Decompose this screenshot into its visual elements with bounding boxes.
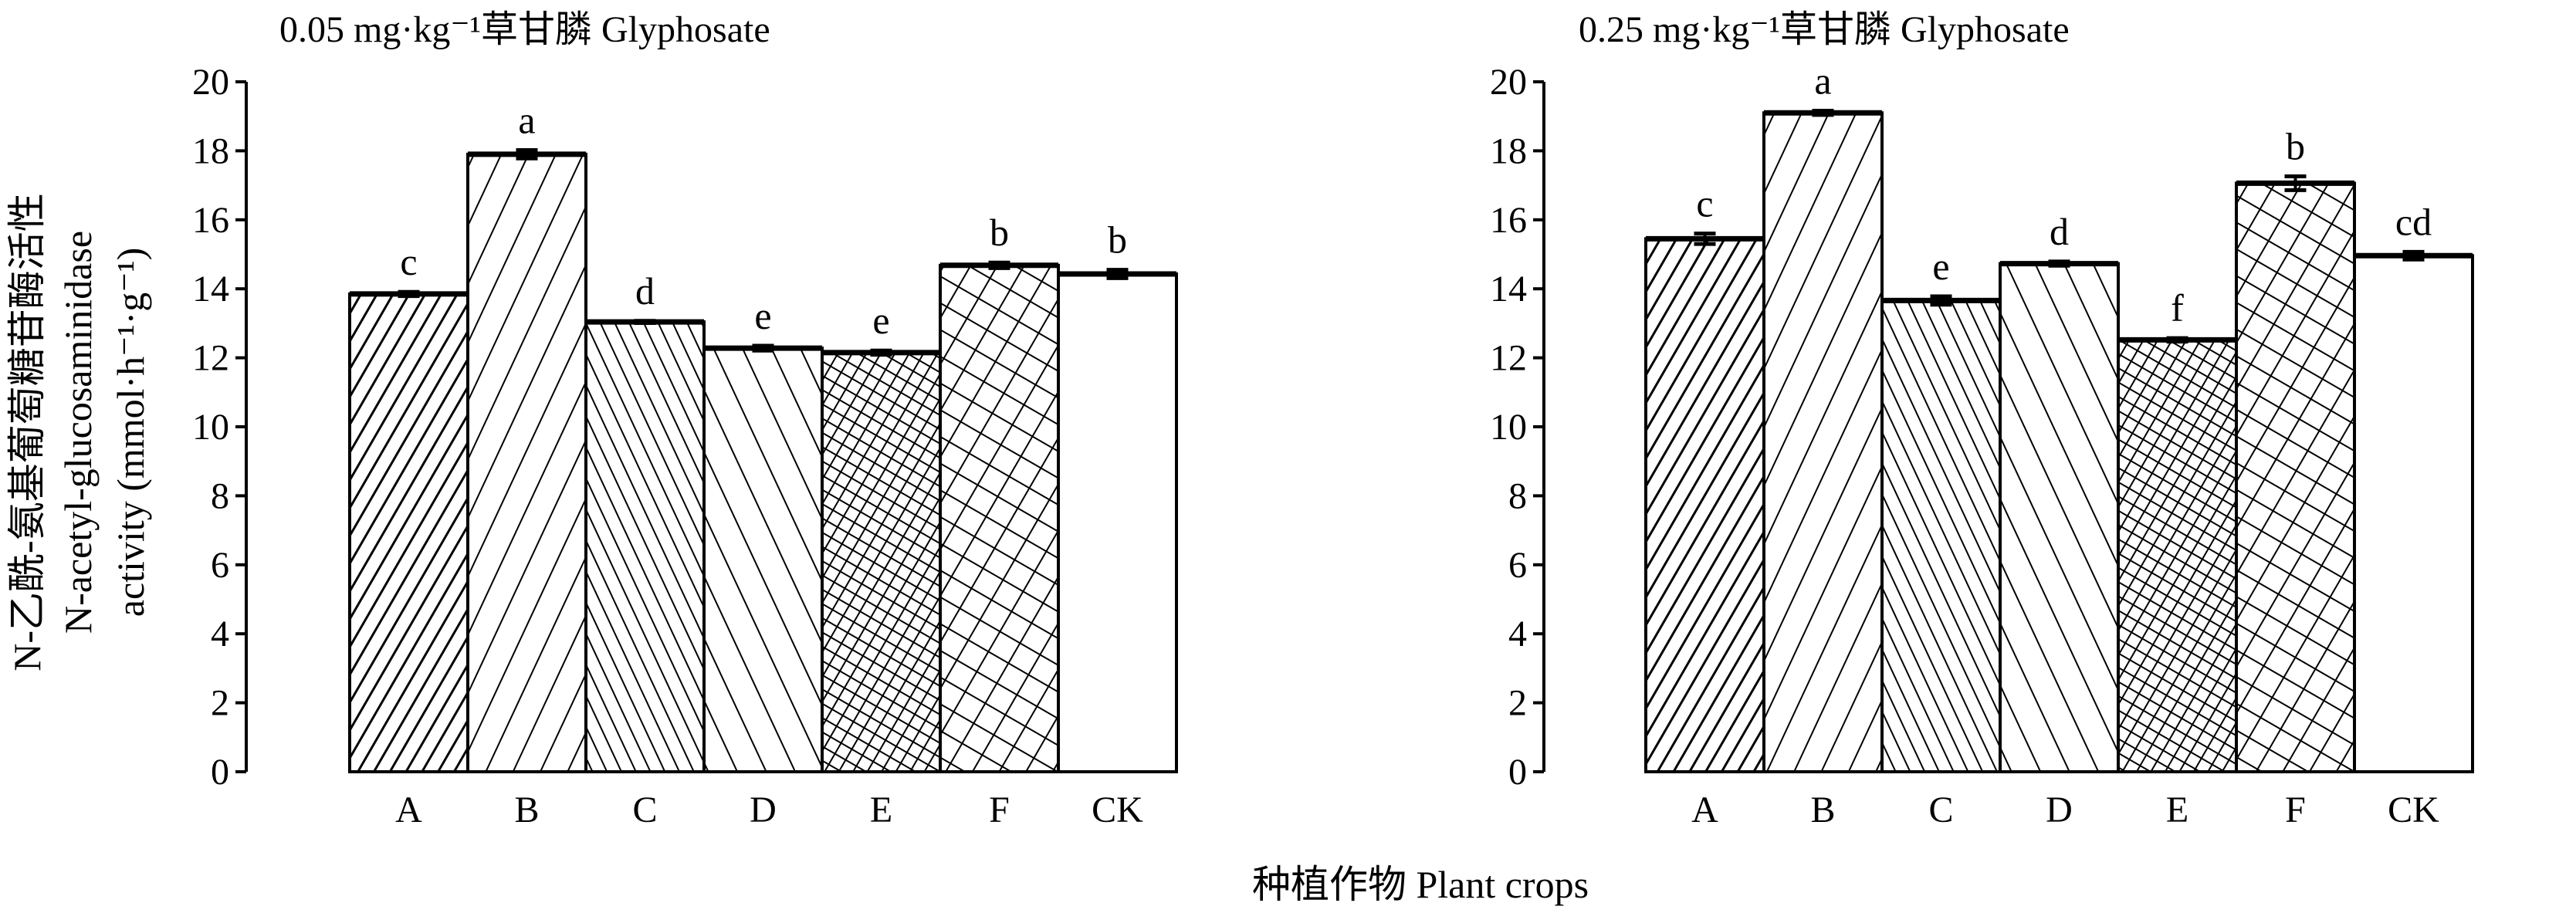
significance-label: b — [2286, 124, 2305, 167]
significance-label: b — [990, 211, 1009, 254]
x-tick-label: B — [1810, 790, 1835, 830]
significance-label: a — [1814, 59, 1831, 103]
y-tick-label: 16 — [1490, 200, 1527, 241]
bar-F — [2235, 181, 2356, 773]
significance-label: e — [754, 294, 771, 337]
y-tick-label: 18 — [1490, 130, 1527, 171]
bar-B — [1762, 111, 1884, 774]
y-tick-label: 10 — [192, 407, 229, 448]
significance-label: a — [518, 99, 535, 142]
y-tick-label: 14 — [1490, 269, 1527, 309]
x-tick-label: C — [1928, 790, 1953, 830]
significance-label: d — [635, 269, 655, 313]
x-tick-label: C — [632, 790, 657, 830]
y-tick-label: 8 — [1508, 475, 1527, 516]
bar-CK — [2353, 254, 2474, 773]
significance-label: cd — [2395, 200, 2432, 243]
x-tick-label: D — [2046, 790, 2073, 830]
significance-label: f — [2171, 286, 2184, 330]
y-tick-label: 2 — [1508, 683, 1527, 724]
bar-C — [1880, 299, 2002, 773]
significance-label: b — [1108, 218, 1127, 262]
y-tick-label: 0 — [1508, 752, 1527, 793]
y-axis-label-zh: N-乙酰-氨基葡萄糖苷酶活性 — [5, 193, 49, 671]
chart-title: 0.25 mg·kg⁻¹草甘膦 Glyphosate — [1579, 9, 2070, 50]
y-tick-label: 16 — [192, 200, 229, 241]
y-axis-label: N-乙酰-氨基葡萄糖苷酶活性 N-acetyl-glucosaminidase … — [5, 193, 152, 671]
x-tick-label: CK — [2388, 790, 2439, 830]
x-tick-label: A — [1691, 790, 1718, 830]
y-tick-label: 2 — [211, 683, 229, 724]
significance-label: e — [1932, 245, 1949, 288]
significance-label: c — [1696, 182, 1713, 225]
y-tick-label: 6 — [1508, 545, 1527, 586]
y-axis-label-en: N-acetyl-glucosaminidase — [56, 231, 100, 634]
y-tick-label: 14 — [192, 269, 229, 309]
x-tick-label: D — [750, 790, 777, 830]
x-tick-label: B — [514, 790, 539, 830]
x-tick-label: A — [395, 790, 422, 830]
significance-label: c — [400, 240, 417, 283]
x-tick-label: F — [2285, 790, 2306, 830]
bar-D — [702, 347, 824, 774]
chart-title: 0.05 mg·kg⁻¹草甘膦 Glyphosate — [279, 9, 770, 50]
bar-CK — [1057, 272, 1178, 773]
y-tick-label: 8 — [211, 475, 229, 516]
x-tick-label: CK — [1092, 790, 1143, 830]
bar-A — [348, 292, 469, 773]
x-tick-label: E — [2166, 790, 2188, 830]
y-tick-label: 12 — [192, 338, 229, 379]
y-tick-label: 6 — [211, 545, 229, 586]
y-tick-label: 0 — [211, 752, 229, 793]
y-tick-label: 20 — [192, 62, 229, 103]
bar-E — [2117, 338, 2238, 773]
bar-E — [821, 350, 942, 773]
bar-D — [1999, 262, 2120, 774]
x-tick-label: E — [870, 790, 892, 830]
panel-high-dose: 0.25 mg·kg⁻¹草甘膦 Glyphosate 0 2 4 6 8 10 12 14 16… — [1490, 9, 2474, 830]
x-axis-label: 种植作物 Plant crops — [1252, 863, 1589, 906]
panel-low-dose: 0.05 mg·kg⁻¹草甘膦 Glyphosate 0 2 4 6 8 10 12 14 16… — [192, 9, 1178, 830]
y-tick-label: 4 — [211, 614, 229, 654]
bar-C — [584, 320, 706, 773]
y-axis-label-unit: activity (mmol·h⁻¹·g⁻¹) — [109, 248, 152, 617]
y-tick-label: 12 — [1490, 338, 1527, 379]
y-tick-label: 18 — [192, 130, 229, 171]
y-tick-label: 4 — [1508, 614, 1527, 654]
significance-label: d — [2050, 210, 2069, 253]
y-tick-label: 10 — [1490, 407, 1527, 448]
bar-B — [466, 152, 587, 773]
significance-label: e — [872, 299, 889, 342]
x-tick-label: F — [989, 790, 1010, 830]
bar-F — [939, 263, 1060, 773]
bar-A — [1644, 237, 1765, 773]
y-tick-label: 20 — [1490, 62, 1527, 103]
